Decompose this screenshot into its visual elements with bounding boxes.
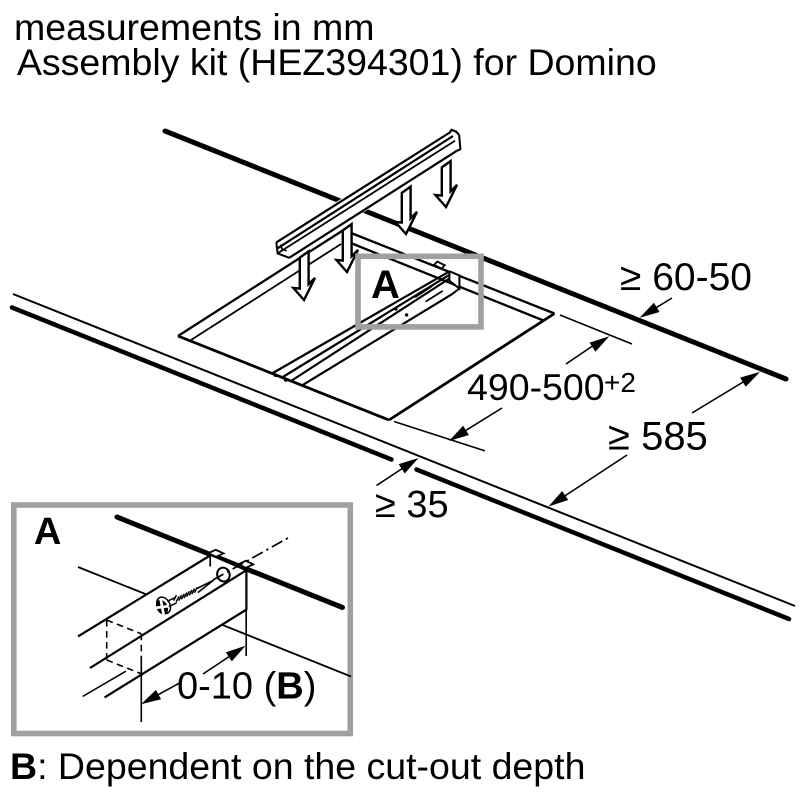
svg-text:≥ 35: ≥ 35	[375, 484, 449, 526]
svg-text:A: A	[371, 263, 400, 307]
svg-text:+2: +2	[604, 367, 636, 398]
svg-text:measurements in mm: measurements in mm	[14, 6, 375, 48]
svg-text:490-500: 490-500	[467, 366, 605, 408]
svg-text:≥ 60-50: ≥ 60-50	[620, 256, 752, 299]
svg-text:A: A	[34, 511, 61, 553]
svg-text:0-10 (B): 0-10 (B)	[177, 666, 316, 708]
svg-text:≥ 585: ≥ 585	[608, 415, 708, 459]
svg-text:B: Dependent on the cut-out de: B: Dependent on the cut-out depth	[10, 745, 585, 787]
svg-text:Assembly kit (HEZ394301) for D: Assembly kit (HEZ394301) for Domino	[17, 41, 657, 83]
